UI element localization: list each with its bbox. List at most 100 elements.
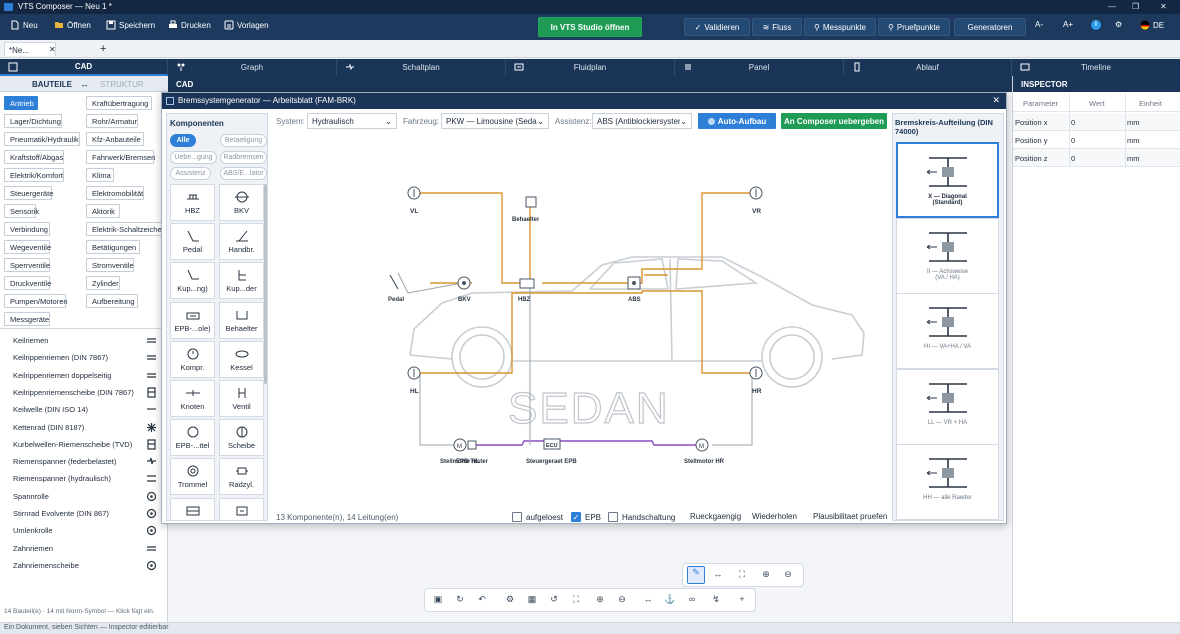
palette-scrollbar[interactable]: [264, 184, 267, 384]
category-chip[interactable]: Druckventile: [4, 276, 51, 290]
component-tile[interactable]: Kup...ng): [170, 262, 215, 300]
list-item[interactable]: Riemenspanner (hydraulisch): [0, 470, 168, 487]
generators-button[interactable]: Generatoren: [954, 18, 1026, 36]
component-tile[interactable]: Knoten: [170, 380, 215, 417]
filter-abs-esp[interactable]: ABS/E...lator: [220, 167, 267, 180]
brake-layout-option[interactable]: HI — VA+HA / VA: [896, 293, 999, 369]
wheel-hl[interactable]: HL: [407, 366, 421, 395]
component-tile[interactable]: EPB-...ole): [170, 301, 215, 339]
category-chip[interactable]: Zylinder: [86, 276, 120, 290]
anchor-icon[interactable]: ⚓: [664, 594, 676, 604]
templates-button[interactable]: Vorlagen: [224, 20, 269, 30]
category-chip[interactable]: Sensorik: [4, 204, 39, 218]
list-item[interactable]: Keilriemen: [0, 332, 168, 349]
component-tile[interactable]: Kup...der: [219, 262, 264, 300]
component-tile[interactable]: Radzyl.: [219, 458, 264, 496]
category-chip[interactable]: Aufbereitung: [86, 294, 138, 308]
tab-cad[interactable]: CAD: [0, 59, 168, 76]
category-chip[interactable]: Steuergeräte: [4, 186, 53, 200]
document-tab[interactable]: *Ne... ✕: [4, 42, 56, 56]
language-selector[interactable]: DE: [1140, 20, 1164, 30]
category-chip[interactable]: Kfz-Anbauteile: [86, 132, 144, 146]
maximize-icon[interactable]: ❐: [1132, 2, 1140, 11]
category-chip[interactable]: Elektrik/Komfort: [4, 168, 64, 182]
category-chip[interactable]: Kraftübertragung: [86, 96, 152, 110]
list-item[interactable]: Keilrippenriemen doppelseitig: [0, 367, 168, 384]
swap-icon[interactable]: ↔: [80, 79, 89, 89]
pedal[interactable]: Pedal: [388, 274, 404, 303]
brake-booster[interactable]: BKV: [457, 276, 471, 303]
brake-layout-option[interactable]: HH — alle Raeder: [896, 444, 999, 520]
category-chip[interactable]: Aktorik: [86, 204, 120, 218]
param-value[interactable]: 0: [1071, 136, 1076, 145]
component-tile[interactable]: Behaelter: [219, 301, 264, 339]
zoom-in-icon[interactable]: ⊕: [596, 594, 604, 604]
component-tile[interactable]: Pedal: [170, 223, 215, 261]
brake-diagram[interactable]: SEDAN VL VR HL HR Behaelter Pedal: [272, 133, 888, 509]
new-button[interactable]: Neu: [10, 20, 38, 30]
epb-checkbox[interactable]: ✓EPB: [571, 512, 601, 522]
list-item[interactable]: Riemenspanner (federbelastet): [0, 453, 168, 470]
undo-button[interactable]: Rueckgaengig: [690, 512, 742, 521]
vehicle-select[interactable]: PKW — Limousine (Sedan⌄: [441, 113, 549, 129]
component-tile[interactable]: HBZ: [170, 184, 215, 221]
list-item[interactable]: Zahnriemen: [0, 540, 168, 557]
component-tile[interactable]: Trommel: [170, 458, 215, 496]
validate-button[interactable]: ✓Validieren: [684, 18, 750, 36]
zoom-out-icon[interactable]: ⊖: [784, 569, 792, 579]
list-item[interactable]: Keilrippenriemenscheibe (DIN 7867): [0, 384, 168, 401]
refresh-icon[interactable]: ↺: [550, 594, 558, 604]
zoom-out-icon[interactable]: ⊖: [618, 594, 626, 604]
fit-icon[interactable]: ⛶: [738, 569, 746, 579]
list-item[interactable]: Stirnrad Evolvente (DIN 867): [0, 505, 168, 522]
abs-unit[interactable]: ABS: [627, 276, 641, 303]
wheel-hr[interactable]: HR: [749, 366, 763, 395]
close-tab-icon[interactable]: ✕: [49, 45, 56, 54]
category-chip[interactable]: Lager/Dichtung: [4, 114, 62, 128]
inspector-row[interactable]: Position x 0 mm: [1013, 113, 1180, 131]
tab-timeline[interactable]: Timeline: [1012, 59, 1180, 76]
filter-all[interactable]: Alle: [170, 134, 196, 147]
component-tile[interactable]: Handbr.: [219, 223, 264, 261]
master-cylinder[interactable]: HBZ: [518, 278, 535, 303]
list-item[interactable]: Keilrippenriemen (DIN 7867): [0, 349, 168, 366]
component-tile[interactable]: Kessel: [219, 340, 264, 378]
category-chip[interactable]: Pneumatik/Hydraulik: [4, 132, 80, 146]
category-chip[interactable]: Elektrik-Schaltzeichen: [86, 222, 166, 236]
list-item[interactable]: Spannrolle: [0, 488, 168, 505]
category-chip[interactable]: Betätigungen: [86, 240, 140, 254]
component-tile[interactable]: Scheibe: [219, 419, 264, 457]
tab-fluidplan[interactable]: Fluidplan: [506, 59, 675, 76]
plausibility-button[interactable]: Plausibilitaet pruefen: [813, 512, 888, 521]
gear-icon[interactable]: ⚙: [1115, 20, 1123, 29]
tab-parts[interactable]: BAUTEILE: [32, 80, 72, 89]
list-item[interactable]: Zahnriemenscheibe: [0, 557, 168, 574]
transfer-composer-button[interactable]: An Composer uebergeben: [781, 113, 887, 129]
filter-assistenz[interactable]: Assistenz: [170, 167, 211, 180]
brake-layout-option[interactable]: II — Achsweise(VA / HA): [896, 217, 999, 294]
tab-panel[interactable]: Panel: [675, 59, 844, 76]
undo-icon[interactable]: ↶: [478, 594, 486, 604]
route-icon[interactable]: ↯: [712, 594, 720, 604]
tab-ablauf[interactable]: Ablauf: [844, 59, 1012, 76]
param-value[interactable]: 0: [1071, 154, 1076, 163]
font-decrease-button[interactable]: A-: [1035, 20, 1043, 29]
open-button[interactable]: Öffnen: [54, 20, 91, 30]
exploded-checkbox[interactable]: aufgeloest: [512, 512, 563, 522]
dialog-close-button[interactable]: ✕: [992, 95, 1000, 105]
category-chip[interactable]: Fahrwerk/Bremsen: [86, 150, 155, 164]
category-chip[interactable]: Klima: [86, 168, 114, 182]
category-chip[interactable]: Verbindung: [4, 222, 50, 236]
list-item[interactable]: Keilwelle (DIN ISO 14): [0, 401, 168, 418]
component-tile[interactable]: EPB-...ttel: [170, 419, 215, 457]
link-icon[interactable]: ∞: [688, 594, 696, 604]
auto-build-button[interactable]: Auto-Aufbau: [698, 113, 776, 129]
system-select[interactable]: Hydraulisch⌄: [307, 113, 397, 129]
test-points-button[interactable]: ⚲Pruefpunkte: [878, 18, 950, 36]
assist-select[interactable]: ABS (Antiblockiersyster⌄: [592, 113, 692, 129]
category-chip[interactable]: Stromventile: [86, 258, 134, 272]
save-button[interactable]: Speichern: [106, 20, 155, 30]
category-chip[interactable]: Rohr/Armatur: [86, 114, 138, 128]
